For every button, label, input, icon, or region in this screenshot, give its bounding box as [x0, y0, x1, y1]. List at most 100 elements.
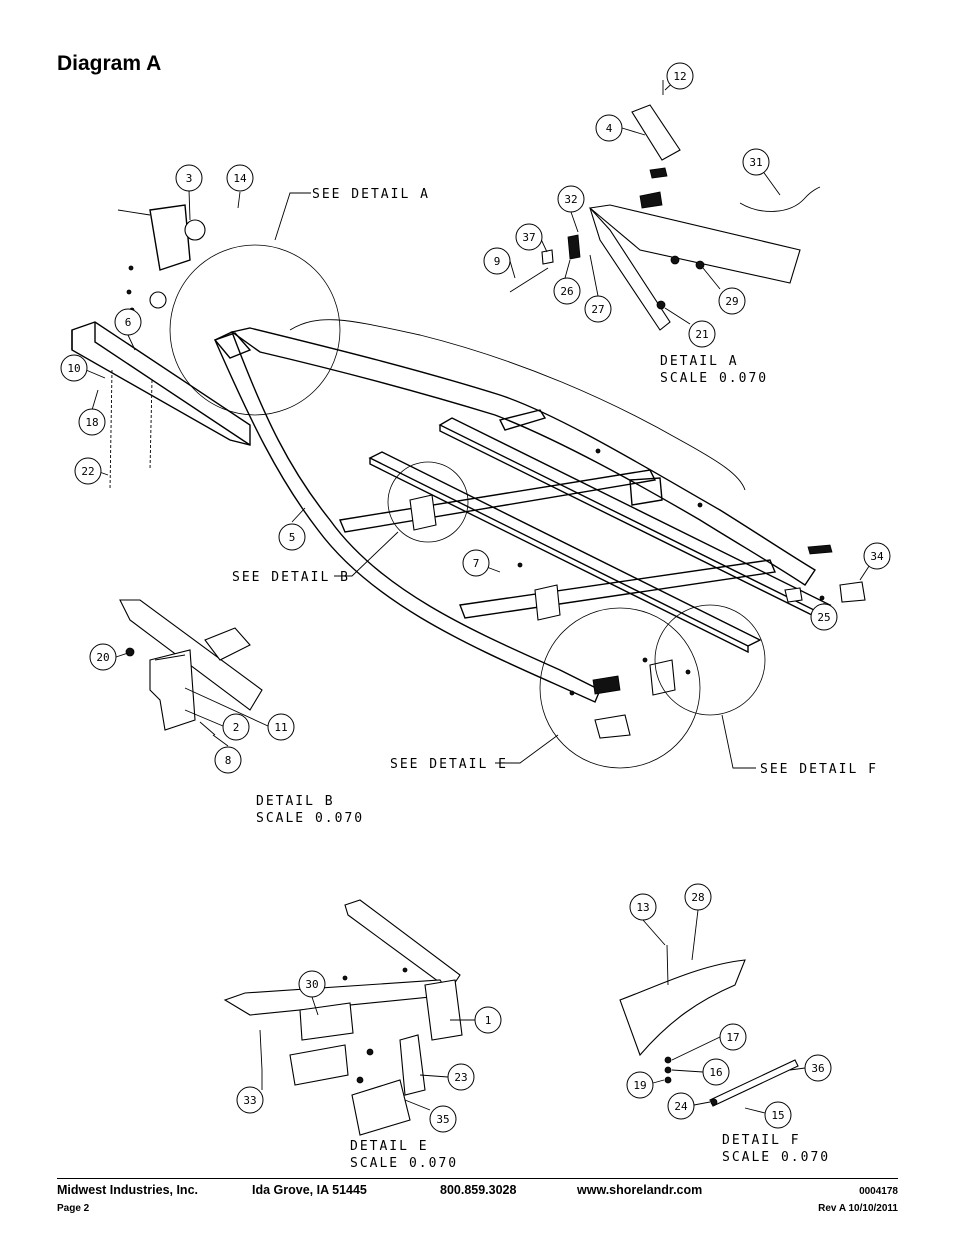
callout-12: 12: [666, 62, 694, 90]
svg-text:7: 7: [473, 557, 480, 570]
svg-text:14: 14: [233, 172, 247, 185]
detail-a-circle: [169, 244, 341, 416]
callout-36: 36: [804, 1054, 832, 1082]
svg-text:3: 3: [186, 172, 193, 185]
svg-text:31: 31: [749, 156, 762, 169]
svg-text:13: 13: [636, 901, 649, 914]
callout-25: 25: [810, 603, 838, 631]
svg-text:17: 17: [726, 1031, 739, 1044]
callout-6: 6: [114, 308, 142, 336]
svg-text:21: 21: [695, 328, 708, 341]
detail-b-title: DETAIL B: [256, 794, 335, 809]
callout-35: 35: [429, 1105, 457, 1133]
svg-text:8: 8: [225, 754, 232, 767]
detail-f-view: [619, 944, 799, 1107]
detail-b-view: [119, 599, 263, 736]
callout-18: 18: [78, 408, 106, 436]
svg-text:16: 16: [709, 1066, 722, 1079]
callout-2: 2: [222, 713, 250, 741]
svg-text:37: 37: [522, 231, 535, 244]
footer-revision: Rev A 10/10/2011: [818, 1203, 898, 1214]
footer-page: Page 2: [57, 1203, 90, 1214]
callout-34: 34: [863, 542, 891, 570]
svg-text:28: 28: [691, 891, 704, 904]
detail-f-title: DETAIL F: [722, 1133, 801, 1148]
footer-rule: [57, 1178, 898, 1179]
callout-31: 31: [742, 148, 770, 176]
callout-21: 21: [688, 320, 716, 348]
callout-33: 33: [236, 1086, 264, 1114]
callout-9: 9: [483, 247, 511, 275]
svg-text:25: 25: [817, 611, 830, 624]
footer-doc-number: 0004178: [859, 1186, 898, 1197]
callout-29: 29: [718, 287, 746, 315]
svg-text:11: 11: [274, 721, 287, 734]
svg-text:18: 18: [85, 416, 98, 429]
see-detail-b-label: SEE DETAIL B: [232, 570, 350, 585]
detail-a-title: DETAIL A: [660, 354, 739, 369]
svg-text:19: 19: [633, 1079, 646, 1092]
callout-14: 14: [226, 164, 254, 192]
callout-3: 3: [175, 164, 203, 192]
see-detail-e-label: SEE DETAIL E: [390, 757, 508, 772]
svg-text:32: 32: [564, 193, 577, 206]
footer-city: Ida Grove, IA 51445: [252, 1183, 367, 1197]
detail-e-circle: [539, 607, 701, 769]
see-detail-f-label: SEE DETAIL F: [760, 762, 878, 777]
svg-text:29: 29: [725, 295, 738, 308]
callout-16: 16: [702, 1058, 730, 1086]
detail-a-view: [509, 80, 821, 331]
callout-bubbles: 12 4 31 32 37 9 26 27 29 21 3 14 6 10 18…: [60, 62, 891, 1133]
svg-text:20: 20: [96, 651, 109, 664]
svg-text:23: 23: [454, 1071, 467, 1084]
callout-30: 30: [298, 970, 326, 998]
svg-text:35: 35: [436, 1113, 449, 1126]
callout-19: 19: [626, 1071, 654, 1099]
callout-10: 10: [60, 354, 88, 382]
callout-1: 1: [474, 1006, 502, 1034]
detail-a-scale: SCALE 0.070: [660, 371, 768, 386]
detail-circles: [169, 244, 766, 769]
callout-32: 32: [557, 185, 585, 213]
detail-b-scale: SCALE 0.070: [256, 811, 364, 826]
trailer-frame: [71, 204, 866, 739]
svg-text:26: 26: [560, 285, 573, 298]
callout-22: 22: [74, 457, 102, 485]
detail-b-circle: [387, 461, 469, 543]
callout-17: 17: [719, 1023, 747, 1051]
callout-11: 11: [267, 713, 295, 741]
callout-8: 8: [214, 746, 242, 774]
callout-24: 24: [667, 1092, 695, 1120]
page-title: Diagram A: [57, 52, 162, 75]
detail-f-circle: [654, 604, 766, 716]
svg-text:6: 6: [125, 316, 132, 329]
callout-13: 13: [629, 893, 657, 921]
svg-text:5: 5: [289, 531, 296, 544]
svg-text:30: 30: [305, 978, 318, 991]
footer-website: www.shorelandr.com: [577, 1183, 703, 1197]
svg-text:34: 34: [870, 550, 884, 563]
svg-text:24: 24: [674, 1100, 688, 1113]
callout-26: 26: [553, 277, 581, 305]
callout-4: 4: [595, 114, 623, 142]
svg-text:9: 9: [494, 255, 501, 268]
svg-text:4: 4: [606, 122, 613, 135]
svg-text:10: 10: [67, 362, 80, 375]
svg-text:2: 2: [233, 721, 240, 734]
callout-20: 20: [89, 643, 117, 671]
detail-e-scale: SCALE 0.070: [350, 1156, 458, 1171]
callout-37: 37: [515, 223, 543, 251]
callout-5: 5: [278, 523, 306, 551]
svg-text:33: 33: [243, 1094, 256, 1107]
svg-text:1: 1: [485, 1014, 492, 1027]
callout-28: 28: [684, 883, 712, 911]
svg-text:12: 12: [673, 70, 686, 83]
detail-e-title: DETAIL E: [350, 1139, 429, 1154]
detail-labels: SEE DETAIL A SEE DETAIL B SEE DETAIL E S…: [232, 187, 878, 1171]
detail-e-view: [223, 899, 463, 1136]
footer-company: Midwest Industries, Inc.: [57, 1183, 198, 1197]
svg-text:22: 22: [81, 465, 94, 478]
footer-phone: 800.859.3028: [440, 1183, 517, 1197]
